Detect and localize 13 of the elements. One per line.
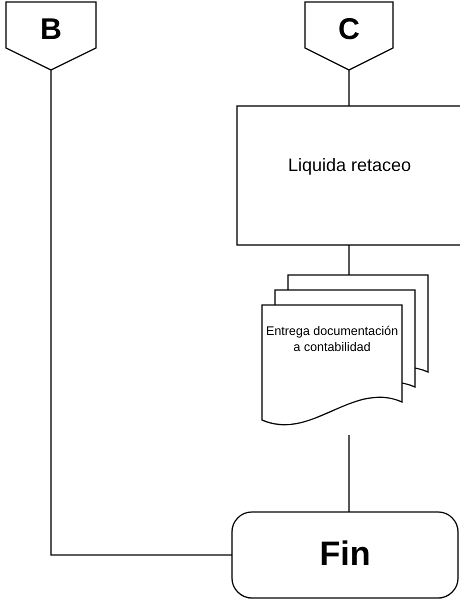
process-box (237, 106, 460, 245)
connector-line (348, 245, 350, 275)
off-page-connector (6, 2, 96, 70)
connector-line (50, 70, 232, 556)
off-page-connector (305, 2, 393, 70)
connector-line (348, 70, 350, 106)
node-label: Fin (318, 534, 372, 575)
node-label: Entrega documentación a contabilidad (264, 323, 400, 356)
node-label: Liquida retaceo (286, 154, 412, 177)
connector-line (348, 435, 350, 512)
terminator-shape (232, 512, 458, 598)
node-label: B (39, 12, 63, 48)
node-label: C (337, 12, 361, 48)
